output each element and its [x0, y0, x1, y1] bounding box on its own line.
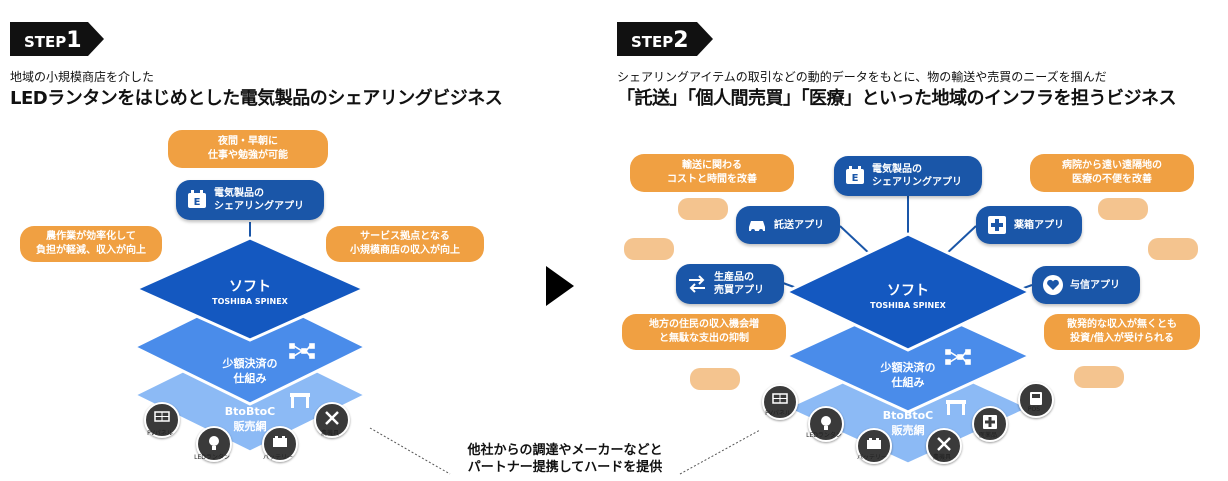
step2-soft-sub: TOSHIBA SPINEX: [870, 301, 946, 310]
battery-icon: [856, 428, 892, 464]
step2-hw-label-pv: PVパネル: [765, 410, 791, 417]
svg-text:E: E: [852, 173, 859, 184]
product-trading-app-button[interactable]: 生産品の 売買アプリ: [676, 264, 784, 304]
medicine-box-app-button[interactable]: 薬箱アプリ: [976, 206, 1082, 244]
placeholder-bubble: [678, 198, 728, 220]
step2-hw-label-pos: POS: [1027, 406, 1041, 413]
step1-benefit-night-work: 夜間・早朝に 仕事や勉強が可能: [168, 130, 328, 168]
step2-benefit-transport: 輸送に関わる コストと時間を改善: [630, 154, 794, 192]
step1-number: 1: [66, 28, 82, 53]
step2-sales-label: BtoBtoC 販売網: [882, 409, 934, 437]
step2-payment-label: 少額決済の 仕組み: [880, 361, 936, 389]
step1-sales-label: BtoBtoC 販売網: [224, 405, 276, 433]
step1-headline: LEDランタンをはじめとした電気製品のシェアリングビジネス: [10, 88, 503, 109]
placeholder-bubble: [690, 368, 740, 390]
step1-sharing-app-button[interactable]: E 電気製品の シェアリングアプリ: [176, 180, 324, 220]
farm-tools-icon: [926, 428, 962, 464]
step1-payment-layer: [130, 288, 370, 406]
farm-tools-icon: [314, 402, 350, 438]
step1-benefit-store-income: サービス拠点となる 小規模商店の収入が向上: [326, 226, 484, 262]
partner-note: 他社からの調達やメーカーなどと パートナー提携してハードを提供: [467, 443, 663, 475]
delivery-app-button[interactable]: 託送アプリ: [736, 206, 840, 244]
car-icon: [749, 221, 765, 233]
pv-panel-icon: [144, 402, 180, 438]
step2-benefit-medical: 病院から遠い遠隔地の 医療の不便を改善: [1030, 154, 1194, 192]
step2-payment-layer: [782, 298, 1034, 414]
medicine-icon: [972, 406, 1008, 442]
step-tag-shape: [617, 22, 713, 56]
step1-soft-layer: [132, 236, 368, 342]
svg-text:E: E: [194, 197, 201, 208]
step1-hw-label-farm: 農機具: [320, 430, 339, 437]
step2-subtitle: シェアリングアイテムの取引などの動的データをもとに、物の輸送や売買のニーズを掴ん…: [617, 70, 1107, 84]
step1-hw-label-battery: バッテリー: [262, 454, 293, 461]
step2-soft-title: ソフト: [887, 283, 929, 299]
medical-cross-icon: [988, 216, 1006, 234]
placeholder-bubble: [1074, 366, 1124, 388]
step2-hw-label-farm: 農機具: [932, 454, 951, 461]
placeholder-bubble: [1098, 198, 1148, 220]
step2-sharing-app-button[interactable]: E 電気製品の シェアリングアプリ: [834, 156, 982, 196]
step2-hw-label-led: LEDランタン: [806, 432, 842, 439]
pv-panel-icon: [762, 384, 798, 420]
step1-benefit-farming: 農作業が効率化して 負担が軽減、収入が向上: [20, 226, 162, 262]
store-icon: [290, 393, 310, 408]
payment-network-icon: [289, 343, 315, 359]
electric-appliance-icon: E: [188, 190, 206, 208]
placeholder-bubble: [624, 238, 674, 260]
exchange-arrows-icon: [689, 275, 705, 293]
step1-hw-label-led: LEDランタン: [194, 454, 230, 461]
step2-tag: STEP2: [617, 22, 713, 56]
step2-headline: 「託送」「個人間売買」「医療」といった地域のインフラを担うビジネス: [617, 88, 1176, 109]
step1-soft-sub: TOSHIBA SPINEX: [212, 297, 288, 306]
step2-number: 2: [673, 28, 689, 53]
step2-benefit-credit: 散発的な収入が無くとも 投資/借入が受けられる: [1044, 314, 1200, 350]
step1-hw-label-pv: PVパネル: [147, 430, 173, 437]
led-lantern-icon: [808, 406, 844, 442]
electric-appliance-icon: E: [846, 166, 864, 184]
step2-hw-label-medicine: 医薬品: [978, 432, 997, 439]
step1-subtitle: 地域の小規模商店を介した: [10, 70, 155, 84]
step2-soft-layer: [782, 232, 1034, 352]
placeholder-bubble: [1148, 238, 1198, 260]
step2-benefit-income: 地方の住民の収入機会増 と無駄な支出の抑制: [622, 314, 786, 350]
pos-terminal-icon: [1018, 382, 1054, 418]
step2-word: STEP: [631, 33, 674, 51]
step1-soft-title: ソフト: [229, 279, 271, 295]
credit-app-button[interactable]: 与信アプリ: [1032, 266, 1140, 304]
led-lantern-icon: [196, 426, 232, 462]
battery-icon: [262, 426, 298, 462]
step1-tag: STEP1: [10, 22, 104, 56]
heart-icon: [1043, 275, 1063, 295]
step-tag-shape: [10, 22, 104, 56]
step1-word: STEP: [24, 33, 67, 51]
step1-payment-label: 少額決済の 仕組み: [222, 357, 278, 385]
step2-hw-label-battery: バッテリー: [856, 454, 887, 461]
